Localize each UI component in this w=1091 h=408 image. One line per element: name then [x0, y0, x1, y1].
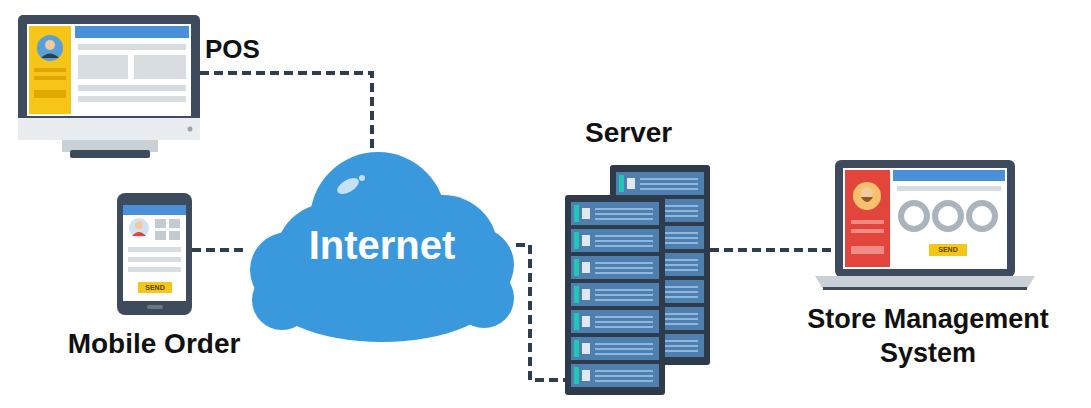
grid-cell [155, 231, 166, 240]
screen-row [78, 44, 186, 50]
laptop-lid [835, 160, 1015, 277]
screen-row [128, 247, 181, 252]
node-label: Internet [309, 220, 456, 270]
avatar-face [135, 221, 143, 229]
screen-row [78, 96, 186, 102]
cloud-highlight [335, 175, 362, 197]
laptop-base-edge [823, 287, 1027, 290]
send-button [929, 244, 967, 256]
monitor-illustration [18, 15, 200, 158]
avatar-beard [861, 197, 873, 202]
panel-button [851, 246, 884, 254]
server-rack-front [565, 195, 665, 395]
screen-header [893, 170, 1005, 181]
monitor-base [70, 150, 150, 158]
dashed-connector [192, 248, 248, 252]
avatar [129, 218, 149, 238]
dashed-connector [200, 73, 372, 150]
screen-block [78, 55, 128, 79]
phone-illustration [117, 193, 192, 315]
power-dot [188, 127, 193, 132]
screen-panel [29, 26, 71, 114]
avatar-body [132, 232, 146, 236]
send-button [138, 282, 172, 293]
internet-cloud: Internet [248, 150, 516, 345]
node-label: Server [585, 115, 672, 150]
node-label: POS [205, 33, 260, 66]
panel-button [34, 90, 66, 98]
cloud-part [454, 268, 514, 328]
home-button [147, 305, 163, 309]
panel-line [34, 68, 66, 72]
laptop-screen [843, 168, 1007, 269]
phone-body [117, 193, 192, 315]
monitor-chin [18, 118, 200, 140]
ring [901, 203, 927, 229]
ring [969, 203, 995, 229]
grid-cell [155, 219, 166, 228]
mobile-phone: Mobile Order [117, 193, 192, 315]
monitor-frame [18, 15, 200, 140]
button-label: SEND [138, 283, 172, 292]
node-label: Mobile Order [68, 326, 241, 361]
phone-screen [123, 205, 186, 301]
node-label: Store Management System [783, 303, 1073, 371]
grid-cell [169, 231, 180, 240]
avatar [37, 35, 63, 61]
ring [935, 203, 961, 229]
avatar [853, 182, 881, 210]
screen-row [897, 186, 1001, 191]
panel-line [34, 76, 66, 80]
button-label: SEND [929, 245, 967, 254]
server-illustration [565, 165, 710, 395]
phone-header [123, 205, 186, 215]
avatar-face [45, 40, 55, 50]
monitor-screen [27, 24, 191, 116]
screen-block [134, 55, 186, 79]
panel-line [851, 229, 884, 233]
cloud-highlight [359, 175, 365, 181]
laptop-illustration [815, 160, 1035, 290]
panel-line [851, 220, 884, 224]
screen-panel [845, 170, 890, 267]
grid-cell [169, 219, 180, 228]
screen-row [78, 85, 186, 91]
server-rack: Server [565, 160, 710, 395]
screen-row [128, 267, 181, 272]
monitor-neck [62, 138, 158, 152]
server-units [565, 200, 665, 389]
dashed-connector [710, 248, 835, 252]
avatar-body [41, 54, 59, 59]
cloud-part [252, 270, 312, 330]
screen-row [128, 257, 181, 262]
laptop-base [815, 276, 1035, 289]
screen-header [75, 26, 189, 38]
pos-monitor: POS [18, 15, 200, 160]
dashed-connector [516, 245, 565, 380]
store-laptop: Store Management System [835, 160, 1015, 290]
